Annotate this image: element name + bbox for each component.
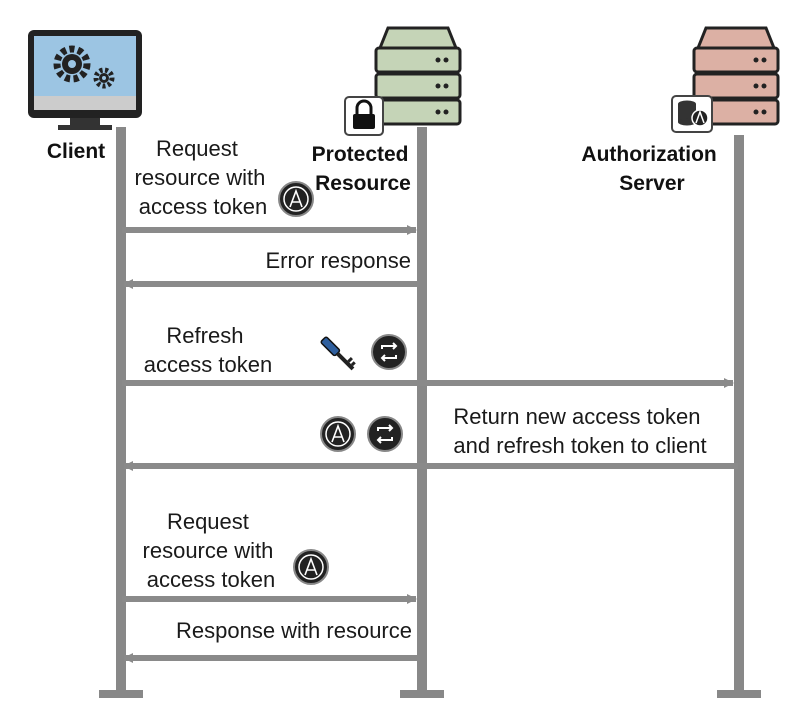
message-label-return-tokens: Return new access token and refresh toke… <box>453 404 706 458</box>
auth-lifeline-foot <box>717 690 761 698</box>
large-gear-icon <box>53 45 91 83</box>
resource-lifeline <box>417 127 427 694</box>
client-lifeline <box>116 127 126 694</box>
message-label-request-resource-again: Request resource with access token <box>143 509 280 592</box>
message-label-response-resource: Response with resource <box>176 618 412 643</box>
message-label-request-resource: Request resource with access token <box>135 136 272 219</box>
monitor-gears-icon <box>28 30 142 130</box>
protected-resource-label: Protected Resource <box>312 143 415 195</box>
auth-lifeline <box>734 135 744 694</box>
lifelines <box>99 127 761 698</box>
client-label: Client <box>47 140 105 163</box>
message-label-error-response: Error response <box>265 248 411 273</box>
small-gear-icon <box>93 67 115 89</box>
client-lifeline-foot <box>99 690 143 698</box>
message-label-refresh-token: Refresh access token <box>144 323 272 377</box>
lock-icon <box>344 96 384 136</box>
refresh-token-icon <box>367 416 403 452</box>
access-token-icon <box>278 181 314 217</box>
access-token-icon <box>293 549 329 585</box>
refresh-token-icon <box>371 334 407 370</box>
green-server-icon <box>374 26 462 126</box>
key-icon <box>320 336 356 371</box>
database-token-icon <box>671 95 713 133</box>
authorization-server-label: Authorization Server <box>581 143 722 195</box>
access-token-icon <box>320 416 356 452</box>
resource-lifeline-foot <box>400 690 444 698</box>
